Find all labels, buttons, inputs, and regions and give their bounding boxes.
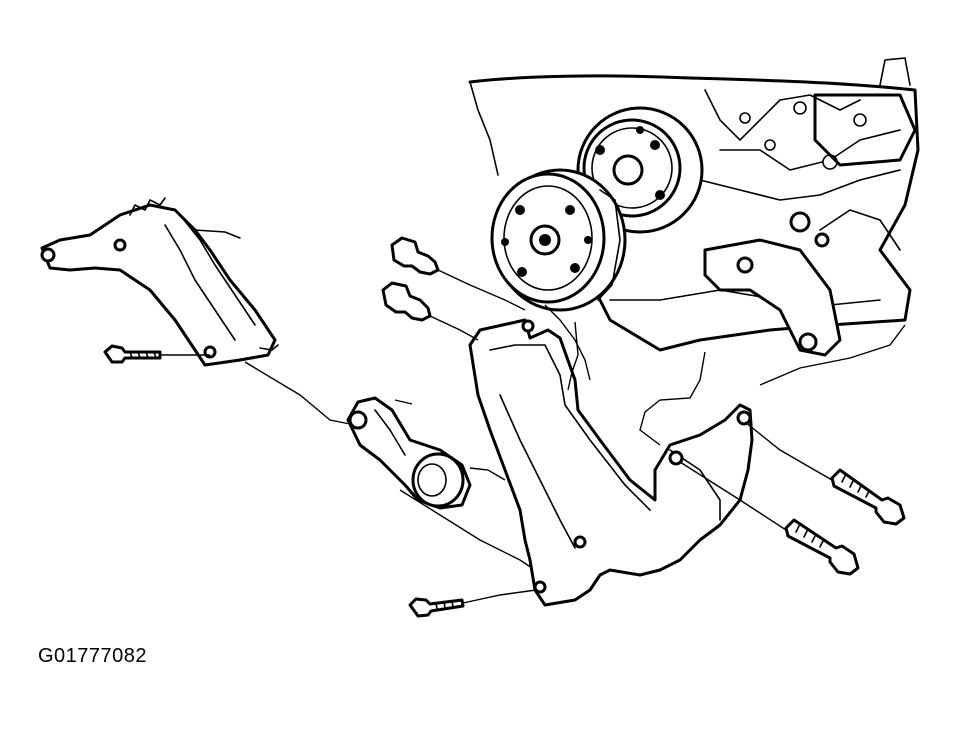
leader-lines [160,269,906,604]
accessory-pulley-icon [490,168,627,312]
transmission-mount-bracket-icon [468,318,754,607]
engine-block-icon [468,57,920,357]
mount-insulator-icon [346,396,472,510]
bolt-icon [103,236,906,618]
figure-code-label: G01777082 [38,645,148,667]
crossmember-bracket-icon [40,197,279,367]
